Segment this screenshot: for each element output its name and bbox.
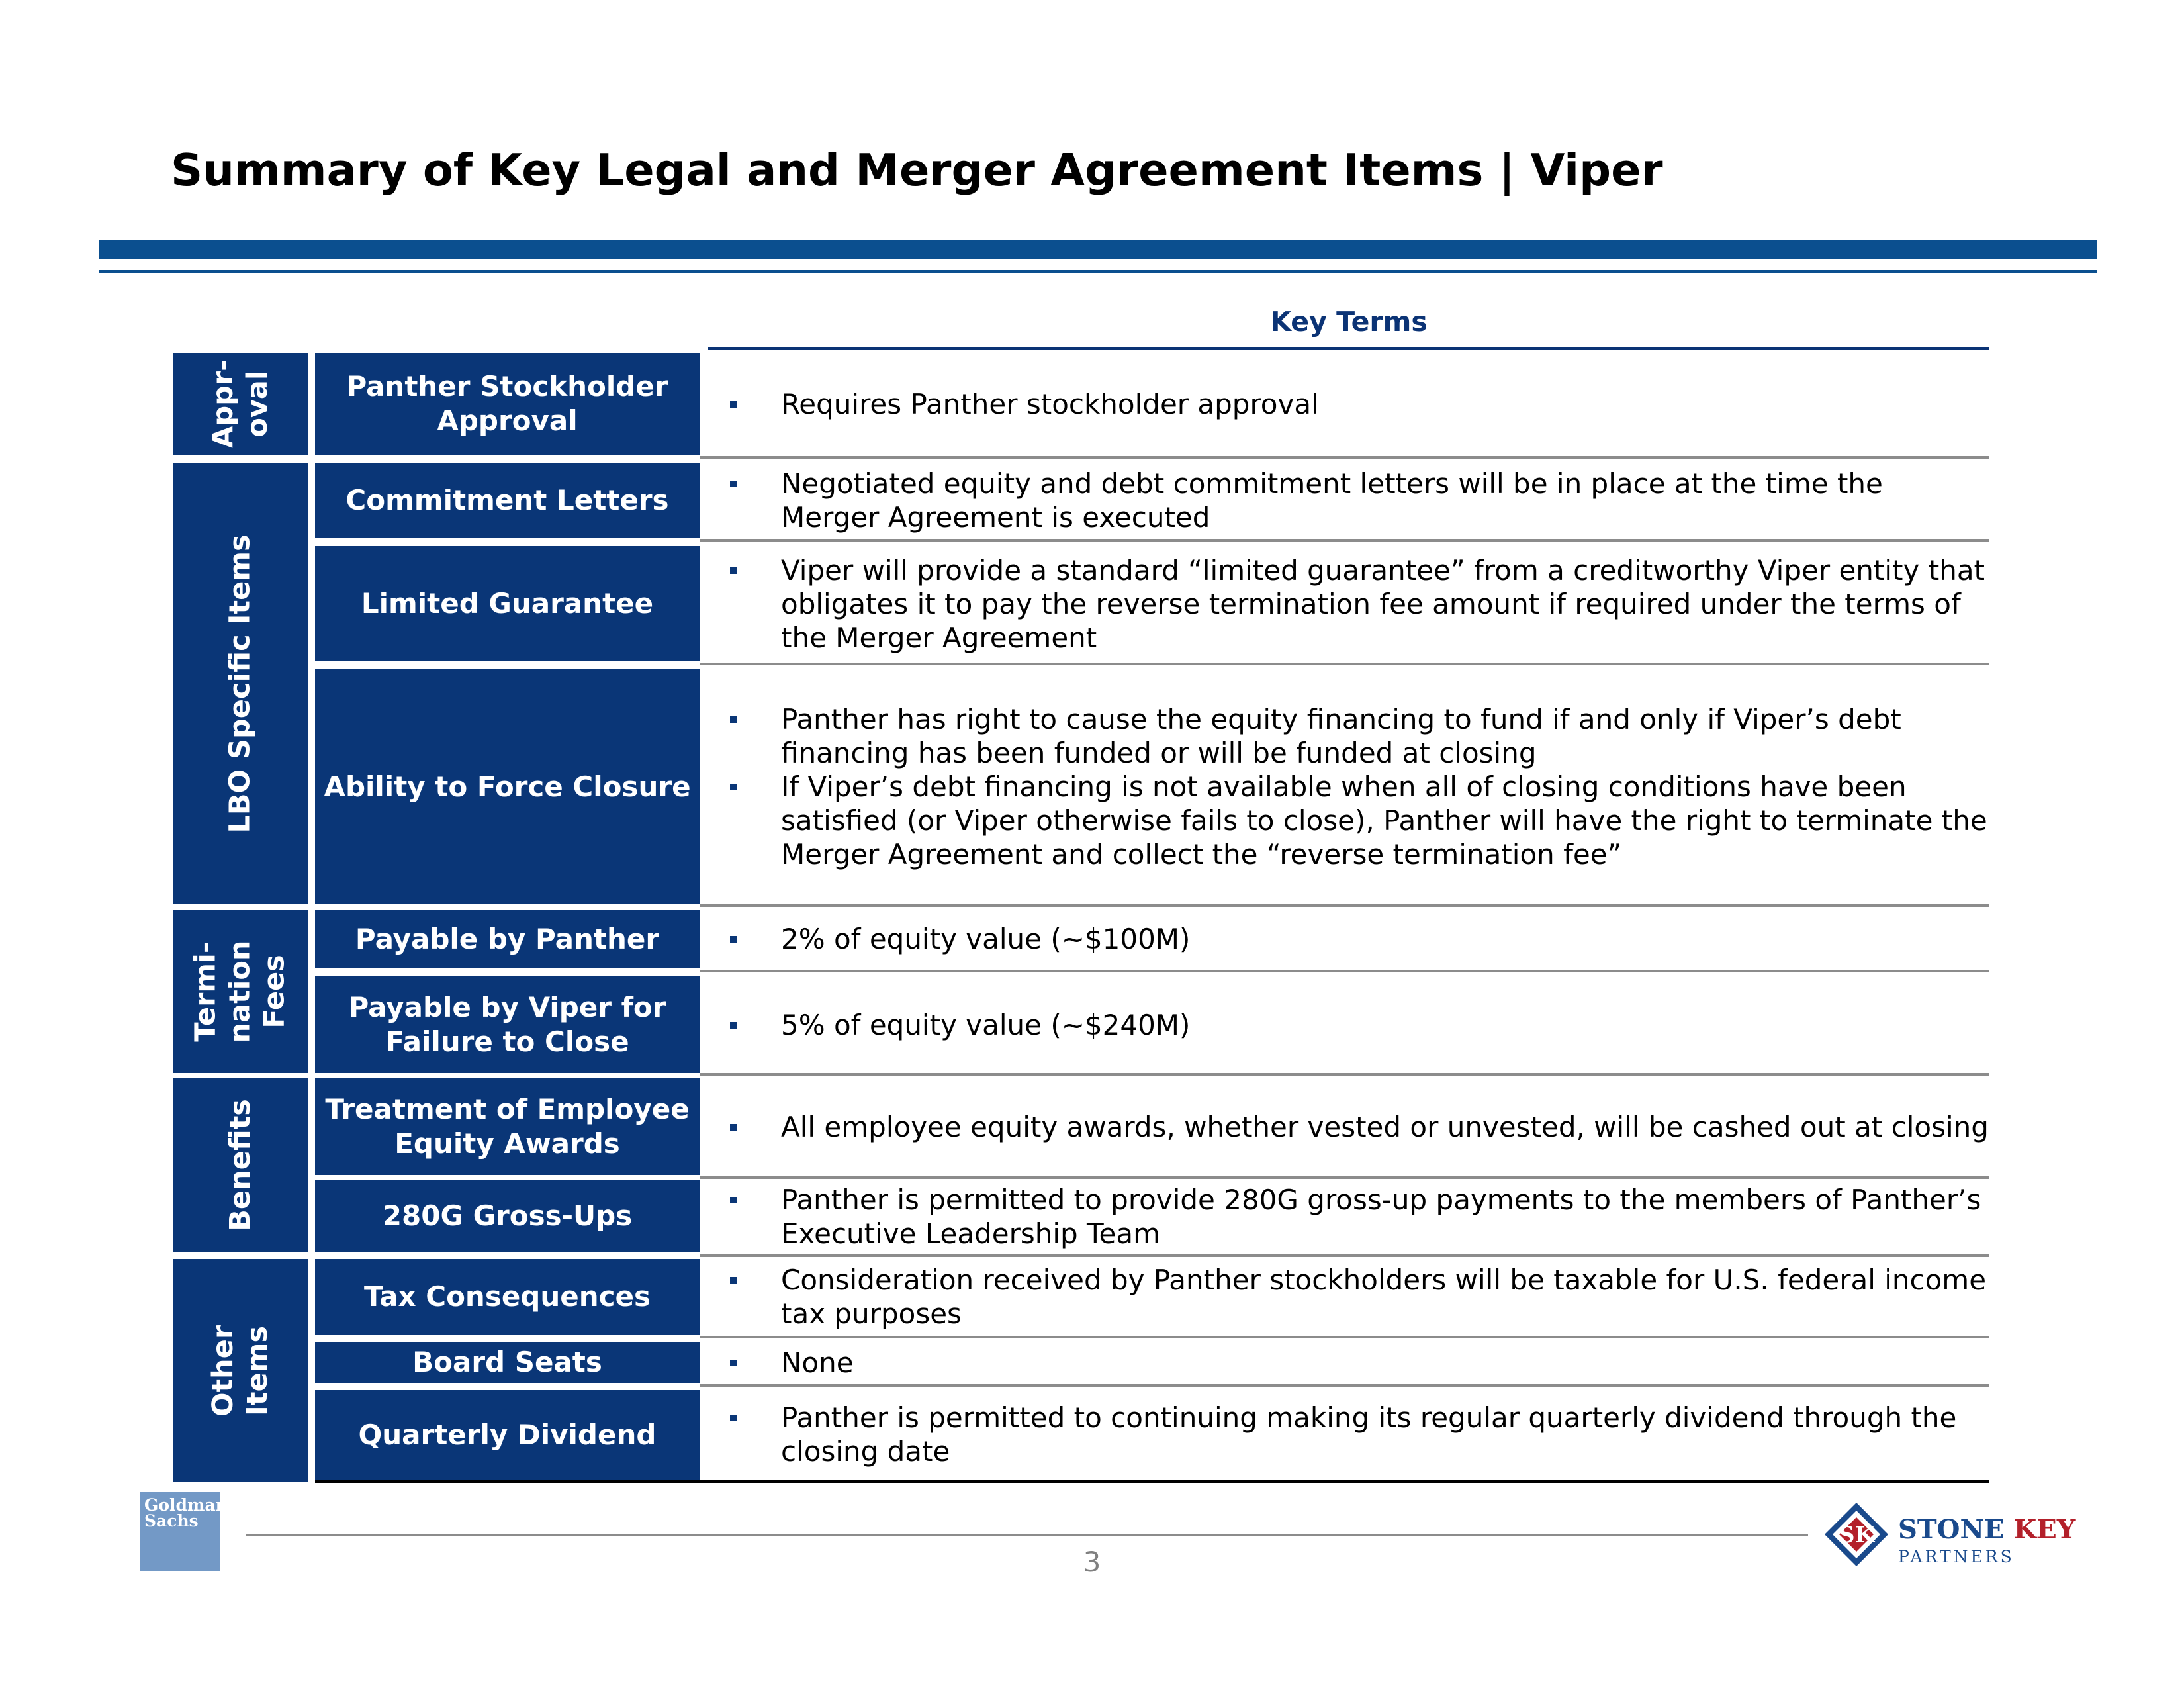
item-tax-consequences: Tax Consequences <box>315 1259 700 1335</box>
term-bullet: Negotiated equity and debt commitment le… <box>708 467 1989 534</box>
category-benefits: Benefits <box>173 1078 308 1252</box>
category-label: LBO Specific Items <box>224 534 257 833</box>
item-commitment-letters: Commitment Letters <box>315 463 700 538</box>
item-280g-gross-ups: 280G Gross-Ups <box>315 1180 700 1252</box>
item-employee-equity-awards: Treatment of Employee Equity Awards <box>315 1078 700 1175</box>
item-quarterly-dividend: Quarterly Dividend <box>315 1390 700 1480</box>
page-title: Summary of Key Legal and Merger Agreemen… <box>171 144 1663 196</box>
stone-key-name: STONE KEY <box>1898 1514 2075 1545</box>
terms-row: Panther is permitted to provide 280G gro… <box>708 1179 1989 1254</box>
row-separator <box>700 539 1989 542</box>
key-terms-heading: Key Terms <box>1270 306 1428 338</box>
terms-row: None <box>708 1340 1989 1384</box>
term-bullet: Panther has right to cause the equity fi… <box>708 702 1989 770</box>
item-limited-guarantee: Limited Guarantee <box>315 546 700 661</box>
sk-logo-mark: SK <box>1839 1522 1876 1548</box>
stone-key-name-1: STONE <box>1898 1514 2005 1545</box>
row-separator <box>700 904 1989 907</box>
term-bullet: 2% of equity value (~$100M) <box>708 922 1989 956</box>
stone-key-sub: PARTNERS <box>1898 1547 2015 1566</box>
row-separator <box>700 1384 1989 1387</box>
category-other-items: Other Items <box>173 1259 308 1482</box>
term-bullet: 5% of equity value (~$240M) <box>708 1008 1989 1042</box>
category-label: Appr- oval <box>206 359 274 448</box>
goldman-sachs-logo-text: Goldman Sachs <box>144 1495 228 1530</box>
row-separator <box>700 1176 1989 1179</box>
category-label: Termi- nation Fees <box>189 939 291 1043</box>
term-bullet: Requires Panther stockholder approval <box>708 387 1989 421</box>
category-approval: Appr- oval <box>173 353 308 455</box>
term-bullet: If Viper’s debt financing is not availab… <box>708 770 1989 871</box>
term-bullet: Panther is permitted to provide 280G gro… <box>708 1183 1989 1250</box>
terms-row: Negotiated equity and debt commitment le… <box>708 461 1989 539</box>
item-ability-to-force-closure: Ability to Force Closure <box>315 669 700 904</box>
terms-row: Viper will provide a standard “limited g… <box>708 545 1989 663</box>
terms-row: All employee equity awards, whether vest… <box>708 1077 1989 1176</box>
term-bullet: All employee equity awards, whether vest… <box>708 1110 1989 1144</box>
term-bullet: Viper will provide a standard “limited g… <box>708 553 1989 655</box>
terms-row: Consideration received by Panther stockh… <box>708 1258 1989 1336</box>
stone-key-logo-icon: SK <box>1825 1503 1888 1566</box>
row-separator <box>700 970 1989 972</box>
category-lbo-specific-items: LBO Specific Items <box>173 463 308 904</box>
key-terms-rule <box>708 347 1989 350</box>
item-board-seats: Board Seats <box>315 1342 700 1383</box>
goldman-sachs-logo: Goldman Sachs <box>140 1492 228 1571</box>
category-termination-fees: Termi- nation Fees <box>173 910 308 1073</box>
terms-row: Panther has right to cause the equity fi… <box>708 668 1989 906</box>
terms-row: 2% of equity value (~$100M) <box>708 908 1989 970</box>
row-separator <box>700 456 1989 459</box>
terms-row: Panther is permitted to continuing makin… <box>708 1389 1989 1480</box>
page-number: 3 <box>1083 1546 1101 1578</box>
item-payable-by-viper: Payable by Viper for Failure to Close <box>315 976 700 1073</box>
stone-key-name-2: KEY <box>2013 1514 2076 1545</box>
term-bullet: None <box>708 1346 1989 1380</box>
footer-rule <box>246 1534 1808 1536</box>
table-bottom-rule <box>315 1480 1989 1483</box>
term-bullet: Consideration received by Panther stockh… <box>708 1263 1989 1331</box>
terms-row: 5% of equity value (~$240M) <box>708 975 1989 1074</box>
term-bullet: Panther is permitted to continuing makin… <box>708 1401 1989 1468</box>
row-separator <box>700 1254 1989 1257</box>
category-label: Benefits <box>224 1099 257 1231</box>
row-separator <box>700 1336 1989 1338</box>
row-separator <box>700 663 1989 665</box>
row-separator <box>700 1073 1989 1076</box>
item-payable-by-panther: Payable by Panther <box>315 910 700 968</box>
terms-row: Requires Panther stockholder approval <box>708 353 1989 455</box>
header-bar <box>99 240 2097 259</box>
header-rule <box>99 270 2097 273</box>
category-label: Other Items <box>206 1325 274 1417</box>
item-panther-stockholder-approval: Panther Stockholder Approval <box>315 353 700 455</box>
